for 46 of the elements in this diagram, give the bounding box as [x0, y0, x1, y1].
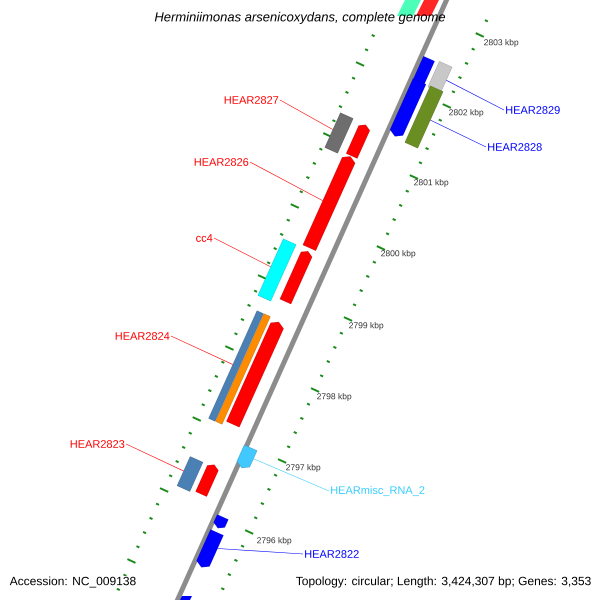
gene-label: HEAR2828	[488, 143, 542, 151]
leader-line	[126, 444, 184, 472]
gene-block	[280, 251, 312, 304]
tick-label: 2801 kbp	[414, 179, 448, 187]
gene-label: HEAR2826	[194, 158, 248, 166]
tick-label: 2799 kbp	[349, 322, 384, 330]
tick-label: 2796 kbp	[257, 537, 292, 545]
gene-label: cc4	[196, 234, 212, 242]
accession-label: Accession: NC_009138	[9, 576, 137, 588]
gene-label: HEAR2822	[305, 550, 359, 558]
gene-box	[208, 310, 264, 422]
gene-block	[346, 124, 370, 159]
gene-box	[258, 238, 296, 302]
leader-line	[217, 548, 304, 554]
gene-label: HEARmisc_RNA_2	[331, 486, 424, 496]
gene-block	[390, 78, 426, 136]
gene-label: HEAR2829	[506, 106, 560, 114]
gene-label: HEAR2823	[70, 440, 124, 448]
gene-label: HEAR2824	[116, 332, 170, 340]
gene-box	[404, 86, 444, 148]
gene-box	[215, 314, 271, 424]
gene-label: HEAR2827	[224, 96, 278, 104]
tick-label: 2803 kbp	[484, 39, 518, 47]
tick-label: 2797 kbp	[286, 464, 320, 472]
gene-block	[413, 56, 435, 85]
gene-box	[324, 112, 354, 154]
leader-line	[430, 120, 486, 148]
leader-line	[214, 238, 271, 268]
title: Herminiimonas arsenicoxydans, complete genome	[154, 12, 446, 24]
gene-block	[302, 156, 356, 251]
gene-block	[196, 529, 224, 568]
tick-label: 2802 kbp	[449, 109, 484, 117]
gene-box	[428, 61, 452, 93]
leader-line	[253, 458, 330, 492]
leader-line	[280, 100, 333, 130]
leader-line	[250, 162, 323, 201]
tick-label: 2800 kbp	[381, 250, 416, 258]
gene-block	[214, 514, 228, 528]
gene-box	[176, 456, 204, 492]
leader-line	[446, 80, 504, 110]
tick-label: 2798 kbp	[317, 393, 352, 401]
leader-line	[170, 336, 233, 365]
genome-info: Topology: circular; Length: 3,424,307 bp; Genes: 3,353	[295, 576, 592, 588]
gene-block	[226, 322, 284, 428]
gene-block	[236, 444, 258, 468]
gene-block	[195, 464, 219, 497]
